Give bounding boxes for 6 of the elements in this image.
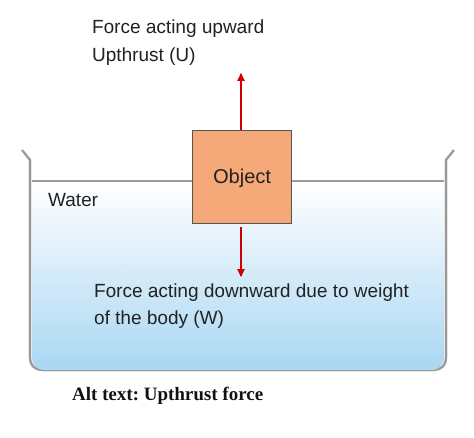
force-label: Force acting upward Upthrust (U) (92, 16, 266, 68)
force-label: Force acting downward due to weight of the body (W) (94, 280, 410, 331)
object-box (192, 130, 292, 224)
caption: Alt text: Upthrust force (72, 384, 264, 406)
water-label: Water (48, 190, 98, 212)
object-label: Object (213, 166, 271, 188)
